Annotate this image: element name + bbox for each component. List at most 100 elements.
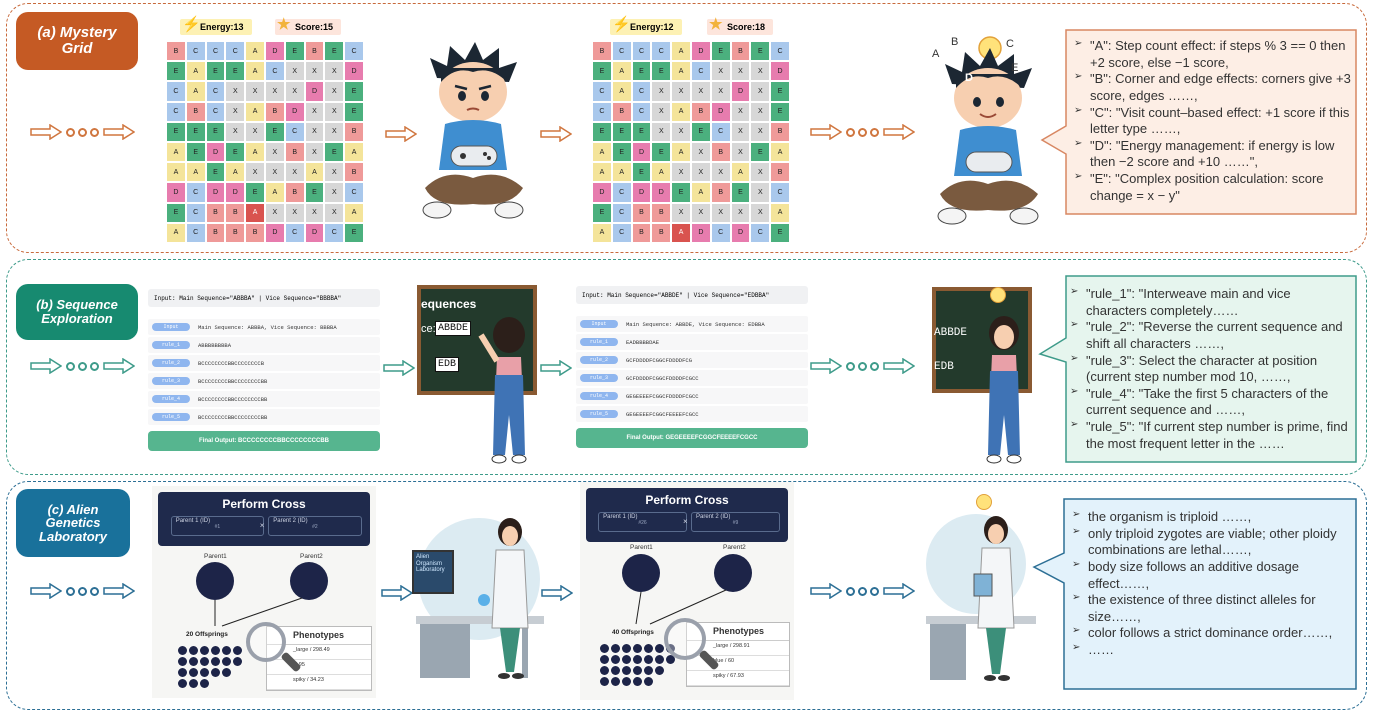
grid-cell[interactable]: E	[166, 61, 186, 82]
grid-cell[interactable]: A	[690, 182, 711, 203]
grid-cell[interactable]: D	[304, 81, 325, 102]
parent1-node[interactable]	[622, 554, 660, 592]
parent1-id-field[interactable]: Parent 1 (ID)#26	[598, 512, 687, 532]
grid-cell[interactable]: C	[651, 41, 672, 62]
grid-cell[interactable]: B	[651, 202, 672, 223]
grid-cell[interactable]: E	[730, 182, 751, 203]
grid-cell[interactable]: E	[166, 121, 186, 142]
grid-cell[interactable]: D	[205, 141, 226, 163]
grid-cell[interactable]: B	[651, 222, 672, 243]
grid-cell[interactable]: A	[611, 61, 632, 82]
grid-cell[interactable]: E	[185, 121, 206, 142]
grid-cell[interactable]: A	[245, 41, 265, 62]
grid-cell[interactable]: E	[344, 222, 364, 243]
grid-cell[interactable]: C	[592, 81, 612, 102]
grid-cell[interactable]: X	[671, 162, 691, 183]
grid-cell[interactable]: A	[671, 101, 691, 122]
grid-cell[interactable]: C	[185, 41, 206, 62]
grid-cell[interactable]: C	[344, 41, 364, 62]
parent2-id-field[interactable]: Parent 2 (ID)#9	[691, 512, 780, 532]
grid-cell[interactable]: A	[166, 162, 186, 183]
grid-cell[interactable]: C	[166, 81, 186, 102]
grid-cell[interactable]: X	[324, 182, 345, 203]
parent2-node[interactable]	[714, 554, 752, 592]
grid-cell[interactable]: A	[730, 162, 751, 183]
grid-cell[interactable]: X	[304, 121, 325, 142]
grid-cell[interactable]: B	[264, 101, 285, 122]
grid-cell[interactable]: C	[770, 182, 790, 203]
grid-cell[interactable]: C	[611, 222, 632, 243]
grid-cell[interactable]: X	[324, 162, 345, 183]
grid-cell[interactable]: C	[690, 61, 711, 82]
grid-cell[interactable]: X	[324, 81, 345, 102]
grid-cell[interactable]: X	[304, 61, 325, 82]
grid-cell[interactable]: D	[690, 41, 711, 62]
grid-cell[interactable]: A	[671, 41, 691, 62]
grid-cell[interactable]: X	[304, 141, 325, 163]
grid-cell[interactable]: E	[245, 182, 265, 203]
grid-cell[interactable]: A	[770, 202, 790, 223]
grid-cell[interactable]: X	[710, 81, 731, 102]
grid-cell[interactable]: D	[205, 182, 226, 203]
grid-cell[interactable]: C	[611, 202, 632, 223]
grid-cell[interactable]: C	[205, 41, 226, 62]
grid-cell[interactable]: B	[344, 121, 364, 142]
grid-cell[interactable]: E	[770, 101, 790, 122]
grid-cell[interactable]: A	[592, 222, 612, 243]
grid-cell[interactable]: B	[205, 222, 226, 243]
grid-cell[interactable]: X	[671, 121, 691, 142]
grid-cell[interactable]: B	[631, 222, 652, 243]
grid-cell[interactable]: X	[690, 202, 711, 223]
grid-cell[interactable]: A	[344, 202, 364, 223]
grid-cell[interactable]: X	[750, 121, 771, 142]
grid-cell[interactable]: C	[750, 222, 771, 243]
grid-cell[interactable]: A	[304, 162, 325, 183]
grid-cell[interactable]: A	[611, 81, 632, 102]
grid-cell[interactable]: X	[264, 81, 285, 102]
grid-cell[interactable]: B	[245, 222, 265, 243]
grid-cell[interactable]: C	[166, 101, 186, 122]
grid-cell[interactable]: B	[592, 41, 612, 62]
grid-cell[interactable]: D	[730, 222, 751, 243]
grid-cell[interactable]: C	[631, 101, 652, 122]
grid-cell[interactable]: A	[671, 61, 691, 82]
grid-cell[interactable]: E	[284, 41, 305, 62]
grid-cell[interactable]: A	[592, 162, 612, 183]
grid-cell[interactable]: X	[690, 81, 711, 102]
grid-cell[interactable]: B	[304, 41, 325, 62]
grid-cell[interactable]: E	[324, 41, 345, 62]
grid-cell[interactable]: C	[631, 81, 652, 102]
grid-cell[interactable]: B	[690, 101, 711, 122]
grid-cell[interactable]: C	[631, 41, 652, 62]
grid-cell[interactable]: A	[264, 182, 285, 203]
grid-cell[interactable]: E	[671, 182, 691, 203]
grid-cell[interactable]: B	[225, 222, 246, 243]
grid-cell[interactable]: D	[651, 182, 672, 203]
grid-cell[interactable]: A	[185, 61, 206, 82]
grid-cell[interactable]: E	[770, 222, 790, 243]
grid-cell[interactable]: X	[284, 162, 305, 183]
grid-cell[interactable]: X	[245, 162, 265, 183]
grid-cell[interactable]: E	[770, 81, 790, 102]
grid-cell[interactable]: X	[730, 121, 751, 142]
grid-cell[interactable]: C	[324, 222, 345, 243]
parent2-node[interactable]	[290, 562, 328, 600]
grid-cell[interactable]: X	[730, 61, 751, 82]
grid-cell[interactable]: D	[166, 182, 186, 203]
grid-cell[interactable]: D	[592, 182, 612, 203]
grid-cell[interactable]: X	[730, 141, 751, 163]
grid-cell[interactable]: D	[690, 222, 711, 243]
grid-cell[interactable]: A	[651, 162, 672, 183]
grid-cell[interactable]: E	[185, 141, 206, 163]
grid-cell[interactable]: B	[166, 41, 186, 62]
grid-cell[interactable]: X	[671, 81, 691, 102]
grid-cell[interactable]: C	[284, 121, 305, 142]
grid-cell[interactable]: A	[592, 141, 612, 163]
grid-cell[interactable]: X	[324, 202, 345, 223]
grid-cell[interactable]: X	[284, 202, 305, 223]
grid-cell[interactable]: C	[185, 182, 206, 203]
grid-cell[interactable]: X	[324, 101, 345, 122]
grid-cell[interactable]: X	[324, 61, 345, 82]
grid-cell[interactable]: E	[344, 81, 364, 102]
grid-cell[interactable]: E	[205, 61, 226, 82]
